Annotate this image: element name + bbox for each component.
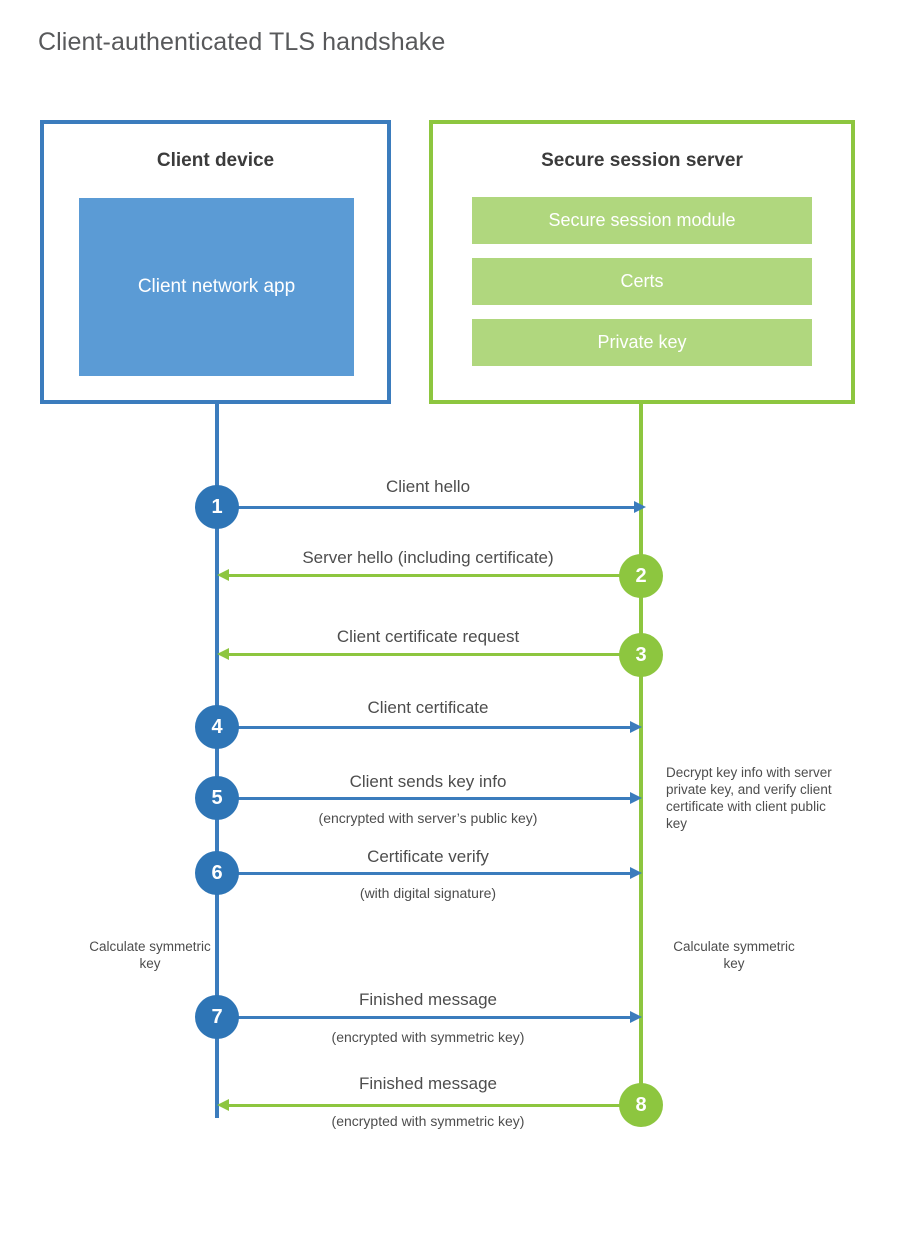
client-lifeline: [215, 400, 219, 1118]
server-module-certs: Certs: [472, 258, 812, 305]
step-6-arrow: [217, 867, 642, 879]
step-2-arrow: [217, 569, 641, 581]
client-network-app-block: Client network app: [79, 198, 354, 376]
step-1-label: Client hello: [385, 477, 471, 496]
arrow-head-left-icon: [217, 648, 229, 660]
arrow-head-right-icon: [630, 1011, 642, 1023]
secure-session-server-box: Secure session server Secure session mod…: [429, 120, 855, 404]
step-3-arrow: [217, 648, 641, 660]
step-5-label: Client sends key info: [349, 772, 507, 791]
step-5-arrow: [217, 792, 642, 804]
step-7-sublabel: (encrypted with symmetric key): [331, 1029, 525, 1045]
client-calculate-symmetric-key-note: Calculate symmetric key: [89, 939, 211, 971]
step-8-arrow: [217, 1099, 641, 1111]
step-7-marker[interactable]: 7: [195, 995, 239, 1039]
arrow-head-right-icon: [634, 501, 646, 513]
step-2-label: Server hello (including certificate): [302, 548, 554, 567]
step-6-marker[interactable]: 6: [195, 851, 239, 895]
client-device-title: Client device: [156, 150, 275, 171]
arrow-head-right-icon: [630, 721, 642, 733]
arrow-head-right-icon: [630, 792, 642, 804]
step-5-sublabel: (encrypted with server’s public key): [318, 810, 538, 826]
step-4-arrow: [217, 721, 642, 733]
step-3-marker[interactable]: 3: [619, 633, 663, 677]
step-1-marker[interactable]: 1: [195, 485, 239, 529]
client-device-box: Client device Client network app: [40, 120, 391, 404]
step-8-label: Finished message: [359, 1074, 497, 1093]
step-8-sublabel: (encrypted with symmetric key): [331, 1113, 525, 1129]
step-6-sublabel: (with digital signature): [359, 885, 497, 901]
step-4-marker[interactable]: 4: [195, 705, 239, 749]
step-7-label: Finished message: [359, 990, 497, 1009]
page-title: Client-authenticated TLS handshake: [38, 28, 446, 56]
step-3-label: Client certificate request: [336, 627, 520, 646]
server-module-secure-session-module: Secure session module: [472, 197, 812, 244]
step-8-marker[interactable]: 8: [619, 1083, 663, 1127]
secure-session-server-title: Secure session server: [541, 150, 743, 171]
step-5-marker[interactable]: 5: [195, 776, 239, 820]
server-calculate-symmetric-key-note: Calculate symmetric key: [673, 939, 795, 971]
arrow-head-right-icon: [630, 867, 642, 879]
arrow-head-left-icon: [217, 569, 229, 581]
server-lifeline: [639, 400, 643, 1106]
step-6-label: Certificate verify: [367, 847, 489, 866]
step-2-marker[interactable]: 2: [619, 554, 663, 598]
step-4-label: Client certificate: [367, 698, 489, 717]
step-1-arrow: [217, 501, 646, 513]
step-7-arrow: [217, 1011, 642, 1023]
server-decrypt-note: Decrypt key info with server private key…: [666, 765, 832, 831]
arrow-head-left-icon: [217, 1099, 229, 1111]
server-module-list: Secure session module Certs Private key: [472, 197, 812, 380]
server-module-private-key: Private key: [472, 319, 812, 366]
